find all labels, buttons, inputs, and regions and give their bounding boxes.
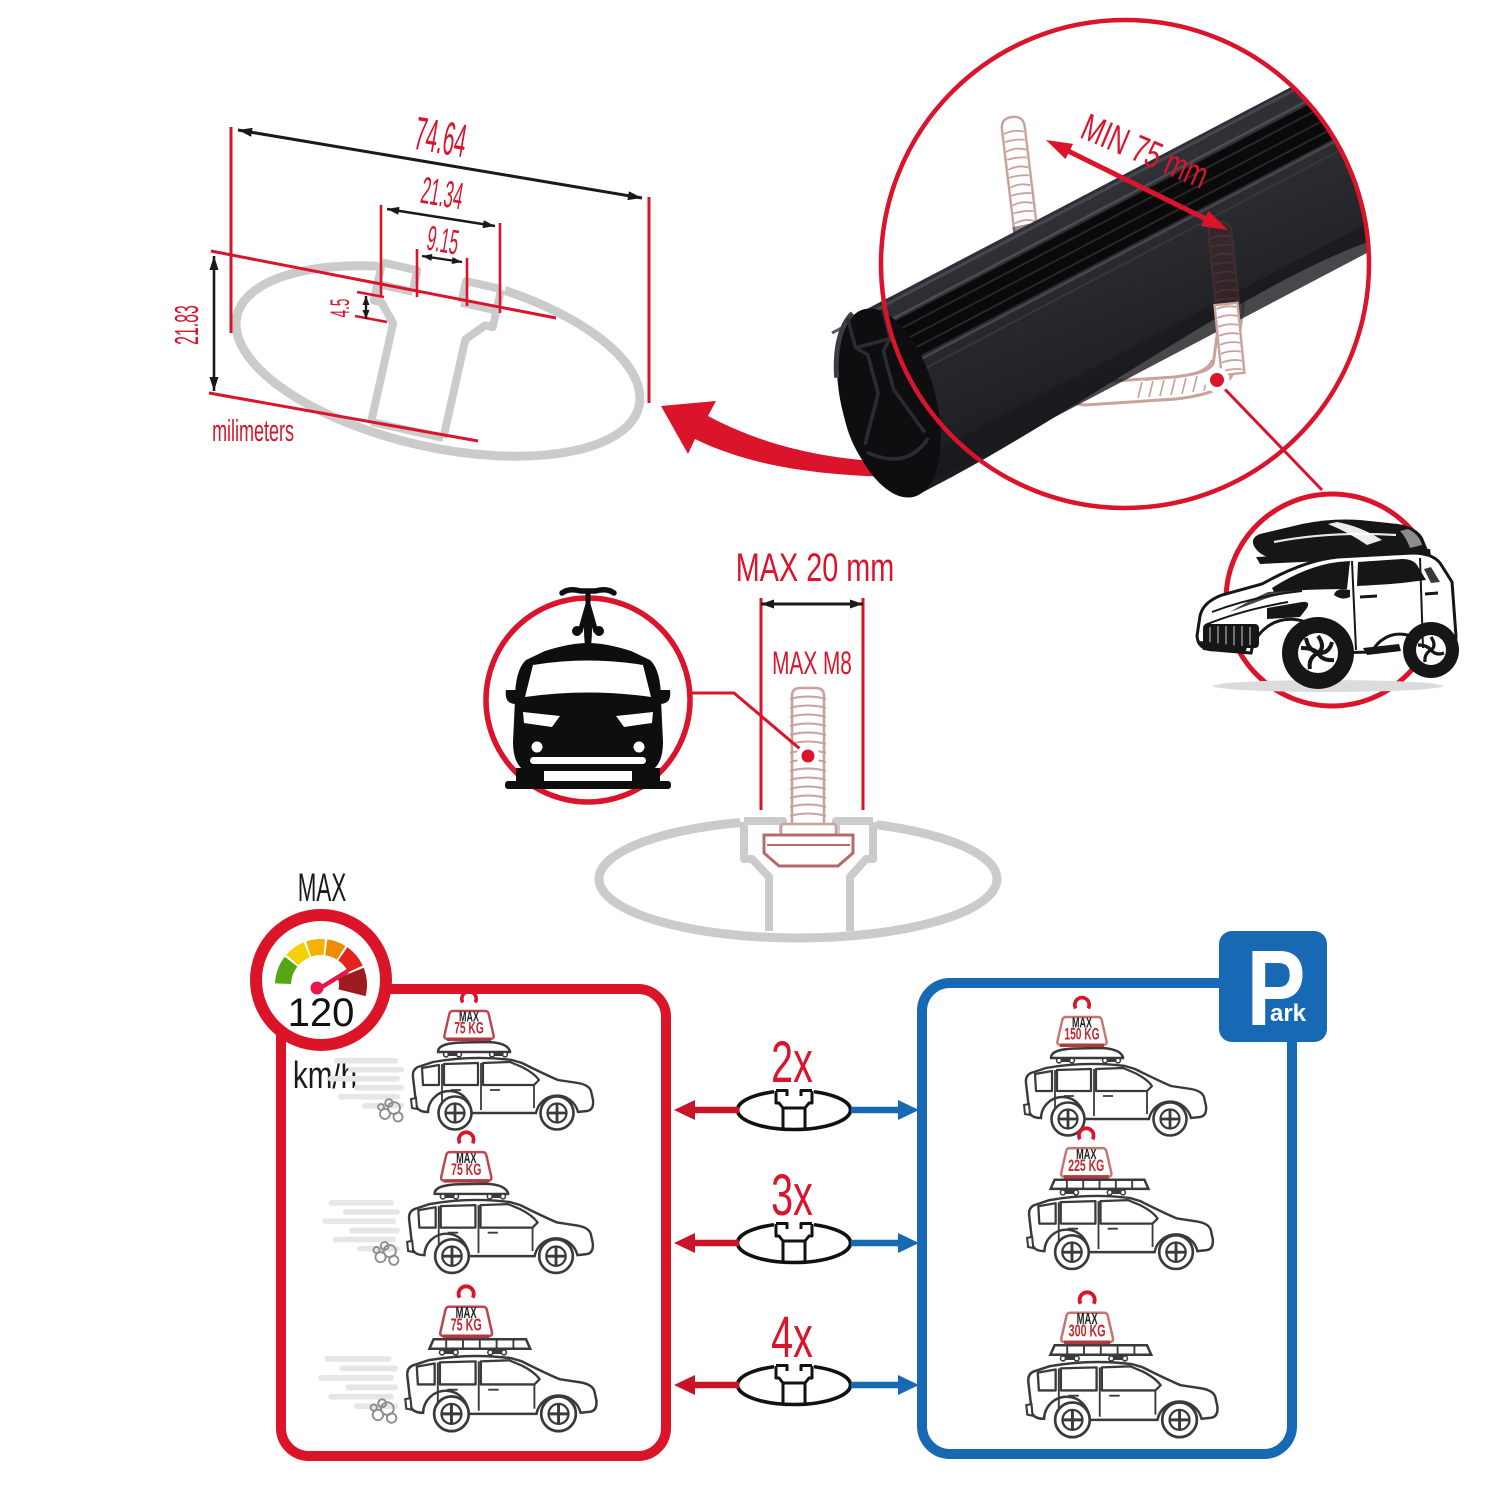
svg-text:2x: 2x: [771, 1029, 813, 1094]
svg-text:4.5: 4.5: [325, 299, 355, 318]
svg-text:225 KG: 225 KG: [1068, 1155, 1104, 1174]
svg-text:MAX M8: MAX M8: [772, 646, 852, 682]
svg-text:MAX: MAX: [298, 865, 347, 909]
svg-text:4x: 4x: [771, 1304, 813, 1369]
svg-text:MAX 20 mm: MAX 20 mm: [736, 545, 894, 590]
svg-text:74.64: 74.64: [411, 107, 471, 168]
svg-text:75 KG: 75 KG: [451, 1159, 481, 1178]
svg-text:ark: ark: [1270, 1000, 1307, 1027]
svg-text:MAX: MAX: [456, 1305, 477, 1322]
svg-text:120: 120: [288, 991, 355, 1035]
svg-text:3x: 3x: [771, 1162, 813, 1227]
svg-text:MAX: MAX: [1072, 1014, 1092, 1031]
svg-text:21.83: 21.83: [170, 305, 206, 345]
svg-text:MAX: MAX: [456, 1150, 477, 1167]
svg-text:MAX: MAX: [1077, 1311, 1098, 1328]
svg-text:75 KG: 75 KG: [451, 1316, 482, 1335]
svg-text:MAX: MAX: [459, 1008, 479, 1025]
svg-text:21.34: 21.34: [418, 169, 466, 218]
svg-text:300 KG: 300 KG: [1069, 1322, 1106, 1341]
svg-text:milimeters: milimeters: [212, 414, 294, 448]
svg-text:MAX: MAX: [1076, 1146, 1097, 1163]
svg-text:P: P: [1246, 928, 1305, 1048]
svg-text:150 KG: 150 KG: [1064, 1025, 1099, 1043]
svg-text:9.15: 9.15: [424, 218, 462, 262]
svg-text:75 KG: 75 KG: [454, 1019, 484, 1037]
